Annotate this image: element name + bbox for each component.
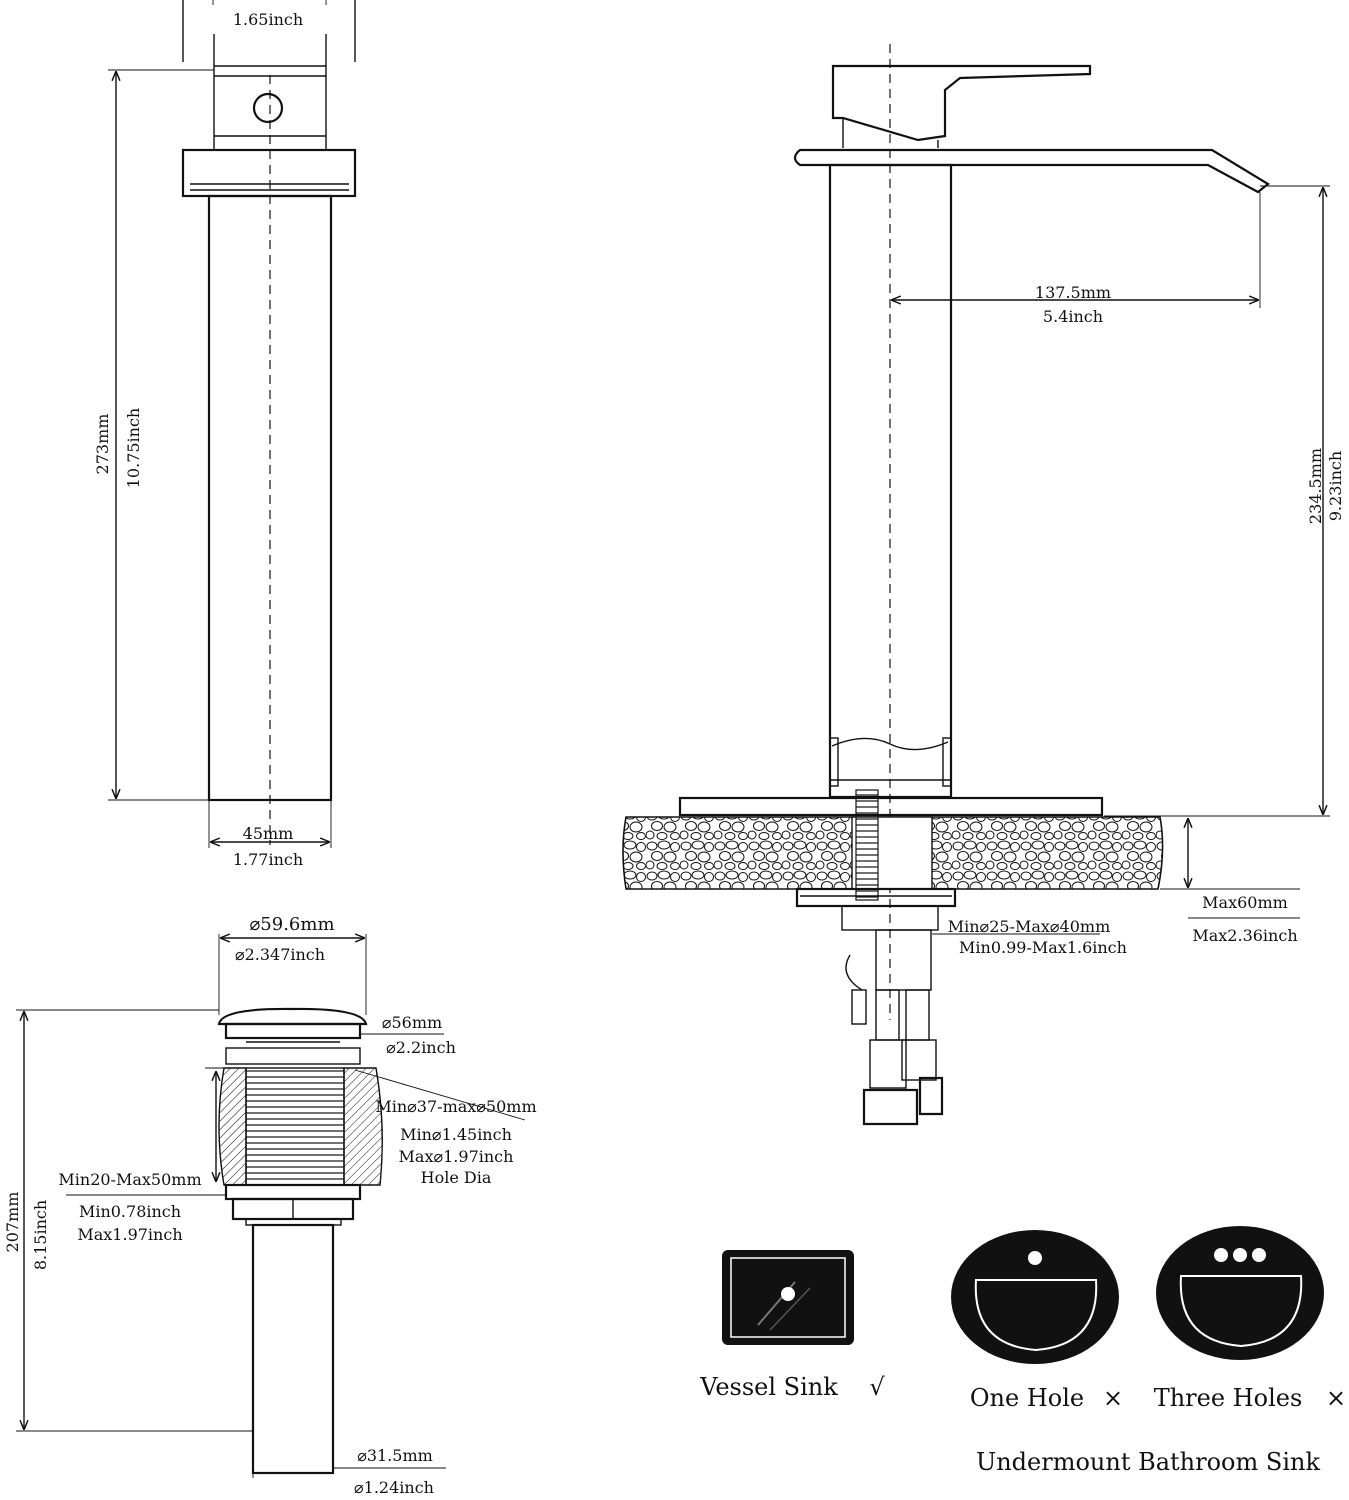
drain-cap [217,1007,368,1026]
drain-thread-body [245,1067,345,1186]
mount-hole-inch-label: Min0.99-Max1.6inch [959,938,1127,957]
pipe-diameter-inch-label: ⌀1.24inch [354,1478,434,1497]
deck-max-inch-label: Max2.36inch [1192,926,1297,945]
flange-diameter-mm-label: ⌀56mm [382,1013,442,1032]
drain-height-inch-label: 8.15inch [31,1200,50,1270]
sink-section-right [343,1067,383,1186]
thickness-min-inch-label: Min0.78inch [79,1202,181,1221]
body-width-inch-label: 1.77inch [233,850,303,869]
sink-types: Vessel Sink √ One Hole × Three Holes × U… [699,1226,1346,1476]
spout-side-view: 1.65inch 273mm 10.75inch 45mm 1.77inch [93,0,357,869]
hole-dia-note: Hole Dia [421,1168,492,1187]
height-inch-label: 10.75inch [124,408,143,489]
faucet-spout [793,148,1270,194]
three-holes-sink-icon [1156,1226,1324,1360]
body-width-mm-label: 45mm [243,824,294,843]
mount-hole-mm-label: Min⌀25-Max⌀40mm [948,917,1110,936]
drain-pipe [251,1223,335,1475]
one-hole-cross: × [1103,1384,1123,1412]
hole-diameter-max-inch-label: Max⌀1.97inch [399,1147,514,1166]
thickness-max-inch-label: Max1.97inch [77,1225,182,1244]
three-holes-label: Three Holes [1154,1384,1303,1412]
hose-nut-left [862,1088,919,1126]
faucet-front-view: 234.5mm 9.23inch 137.5mm 5.4inch Max60mm… [622,44,1345,1126]
mounting-threaded-rod [855,789,879,901]
sink-section-left [218,1067,247,1186]
spout-height-mm-label: 234.5mm [1306,448,1325,524]
hose-nut-right [918,1076,944,1116]
vessel-sink-check: √ [869,1373,885,1401]
handle-screw-circle [252,92,284,124]
one-hole-label: One Hole [970,1384,1084,1412]
hole-diameter-mm-label: Min⌀37-max⌀50mm [375,1097,536,1116]
undermount-sink-label: Undermount Bathroom Sink [976,1448,1320,1476]
cap-diameter-mm-label: ⌀59.6mm [249,914,334,935]
spout-height-inch-label: 9.23inch [1326,451,1345,521]
three-holes-cross: × [1326,1384,1346,1412]
reach-mm-label: 137.5mm [1035,283,1111,302]
cap-diameter-inch-label: ⌀2.347inch [235,945,325,964]
deck-max-mm-label: Max60mm [1202,893,1288,912]
hole-diameter-min-inch-label: Min⌀1.45inch [400,1125,512,1144]
flange-diameter-inch-label: ⌀2.2inch [386,1038,456,1057]
vessel-sink-label: Vessel Sink [699,1373,838,1401]
pipe-diameter-mm-label: ⌀31.5mm [357,1446,433,1465]
one-hole-sink-icon [951,1230,1119,1364]
top-width-label: 1.65inch [233,10,303,29]
spout-body-top [181,148,357,198]
reach-inch-label: 5.4inch [1043,307,1103,326]
faucet-handle [831,64,1092,142]
deck-plate [678,796,1104,817]
thickness-mm-label: Min20-Max50mm [58,1170,201,1189]
drain-height-mm-label: 207mm [3,1192,22,1253]
drain-view: ⌀59.6mm ⌀2.347inch ⌀56mm ⌀2.2inch Min⌀37… [3,914,537,1497]
height-mm-label: 273mm [93,414,112,475]
